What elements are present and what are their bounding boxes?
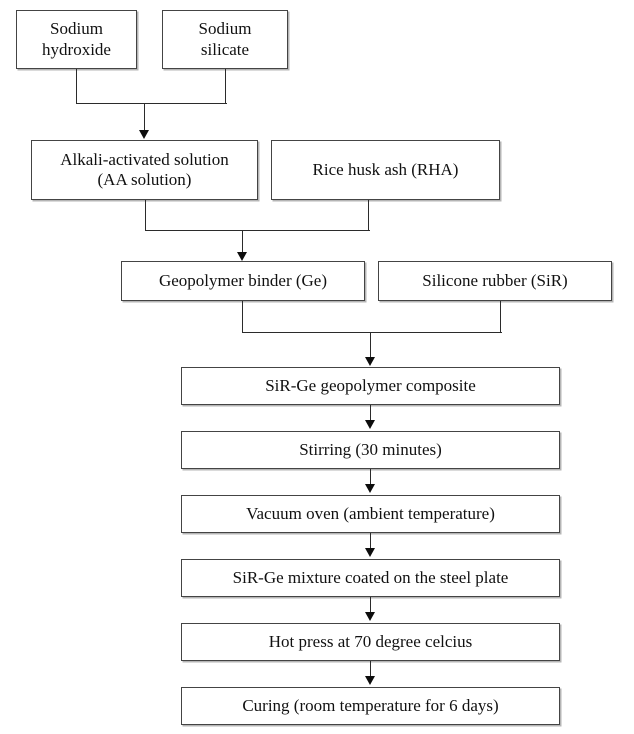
node-label: Curing (room temperature for 6 days): [242, 695, 499, 715]
node-label: SiR-Ge geopolymer composite: [265, 375, 476, 395]
node-aa-solution[interactable]: Alkali-activated solution (AA solution): [31, 140, 258, 200]
arrowhead-to-aa-solution: [139, 130, 149, 139]
node-label: Stirring (30 minutes): [299, 439, 442, 459]
connector-rice-husk-ash-down: [368, 200, 369, 231]
arrowhead-to-hot-press: [365, 612, 375, 621]
connector-merge-row1: [76, 103, 227, 104]
connector-merge-row2: [145, 230, 370, 231]
connector-to-geopolymer-binder: [242, 230, 243, 254]
node-sodium-hydroxide[interactable]: Sodium hydroxide: [16, 10, 137, 69]
node-label: Silicone rubber (SiR): [422, 270, 568, 290]
connector-stirring-to-vacuum-oven: [370, 469, 371, 486]
node-label: Hot press at 70 degree celcius: [268, 631, 473, 651]
connector-geopolymer-binder-down: [242, 301, 243, 333]
connector-silicone-rubber-down: [500, 301, 501, 333]
arrowhead-to-composite: [365, 357, 375, 366]
node-curing[interactable]: Curing (room temperature for 6 days): [181, 687, 560, 725]
connector-hot-press-to-curing: [370, 661, 371, 678]
node-label: Geopolymer binder (Ge): [158, 270, 328, 290]
node-rice-husk-ash[interactable]: Rice husk ash (RHA): [271, 140, 500, 200]
node-sodium-silicate[interactable]: Sodium silicate: [162, 10, 288, 69]
node-composite[interactable]: SiR-Ge geopolymer composite: [181, 367, 560, 405]
node-hot-press[interactable]: Hot press at 70 degree celcius: [181, 623, 560, 661]
node-label: Vacuum oven (ambient temperature): [246, 503, 495, 523]
connector-vacuum-oven-to-coating: [370, 533, 371, 550]
arrowhead-to-coating: [365, 548, 375, 557]
arrowhead-to-vacuum-oven: [365, 484, 375, 493]
node-label: Sodium hydroxide: [42, 19, 111, 59]
connector-sodium-silicate-down: [225, 69, 226, 104]
node-label: Rice husk ash (RHA): [312, 159, 459, 179]
arrowhead-to-stirring: [365, 420, 375, 429]
node-label: Alkali-activated solution (AA solution): [60, 149, 229, 189]
connector-to-composite: [370, 332, 371, 359]
node-stirring[interactable]: Stirring (30 minutes): [181, 431, 560, 469]
connector-merge-row3: [242, 332, 502, 333]
node-coating[interactable]: SiR-Ge mixture coated on the steel plate: [181, 559, 560, 597]
node-silicone-rubber[interactable]: Silicone rubber (SiR): [378, 261, 612, 301]
connector-coating-to-hot-press: [370, 597, 371, 614]
connector-aa-solution-down: [145, 200, 146, 231]
connector-to-aa-solution: [144, 103, 145, 132]
connector-composite-to-stirring: [370, 405, 371, 422]
node-vacuum-oven[interactable]: Vacuum oven (ambient temperature): [181, 495, 560, 533]
connector-sodium-hydroxide-down: [76, 69, 77, 104]
arrowhead-to-curing: [365, 676, 375, 685]
node-label: SiR-Ge mixture coated on the steel plate: [232, 567, 509, 587]
node-geopolymer-binder[interactable]: Geopolymer binder (Ge): [121, 261, 365, 301]
node-label: Sodium silicate: [198, 19, 252, 59]
arrowhead-to-geopolymer-binder: [237, 252, 247, 261]
